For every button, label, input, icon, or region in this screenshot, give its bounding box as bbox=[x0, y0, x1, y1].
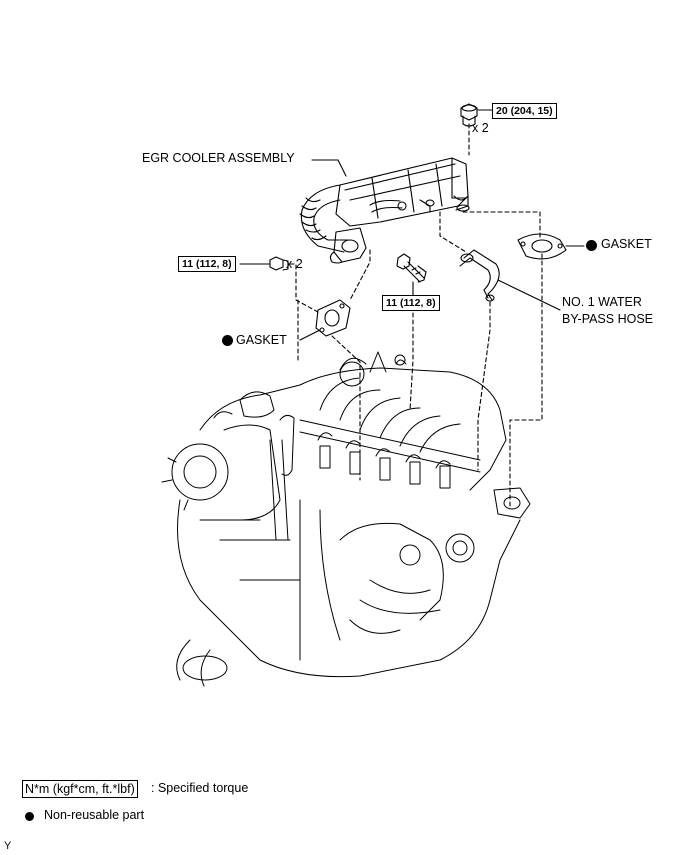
corner-mark: Y bbox=[4, 840, 12, 852]
multiplier-top: x 2 bbox=[472, 121, 489, 135]
middle-bolt bbox=[396, 253, 427, 283]
torque-box-middle: 11 (112, 8) bbox=[382, 295, 440, 311]
left-gasket-shape bbox=[315, 299, 351, 337]
torque-box-left: 11 (112, 8) bbox=[178, 256, 236, 272]
egr-cooler-label: EGR COOLER ASSEMBLY bbox=[142, 151, 295, 165]
legend-nonreusable-text: Non-reusable part bbox=[44, 808, 145, 822]
nonreusable-dot-left bbox=[222, 335, 233, 346]
multiplier-left: x 2 bbox=[286, 257, 303, 271]
legend-torque-text: : Specified torque bbox=[151, 781, 249, 795]
water-hose-shape bbox=[459, 249, 500, 302]
gasket-left-label: GASKET bbox=[236, 333, 287, 347]
engine-block bbox=[161, 351, 531, 687]
assembly-lines bbox=[289, 123, 543, 509]
legend-torque-box: N*m (kgf*cm, ft.*lbf) bbox=[22, 780, 138, 798]
gasket-right-label: GASKET bbox=[601, 237, 652, 251]
legend-nonreusable-dot bbox=[25, 812, 34, 821]
hose-label-line1: NO. 1 WATER bbox=[562, 295, 642, 309]
top-nut bbox=[460, 103, 478, 127]
left-bolt bbox=[269, 256, 289, 271]
right-gasket-shape bbox=[517, 233, 567, 260]
egr-cooler-shape bbox=[299, 157, 470, 264]
nonreusable-dot-right bbox=[586, 240, 597, 251]
torque-box-top: 20 (204, 15) bbox=[492, 103, 557, 119]
hose-label-line2: BY-PASS HOSE bbox=[562, 312, 654, 326]
